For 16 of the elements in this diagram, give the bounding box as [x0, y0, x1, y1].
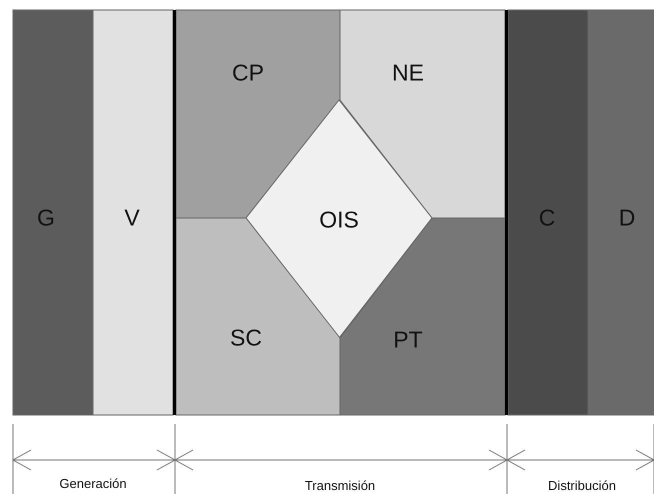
section-label: Distribución [548, 478, 616, 493]
section-label: Generación [59, 476, 127, 491]
section-label: Transmisión [304, 478, 376, 493]
node-label: SC [230, 326, 262, 350]
node-label: C [538, 206, 556, 230]
node-label: OIS [319, 208, 359, 232]
node-label: PT [393, 328, 423, 352]
node-label: G [37, 206, 55, 230]
generation-band [13, 10, 93, 415]
node-label: CP [232, 62, 264, 84]
band [508, 10, 588, 415]
node-label: V [124, 206, 140, 230]
band [93, 10, 173, 415]
node-label: NE [392, 62, 424, 84]
node-label: D [618, 206, 636, 230]
band [588, 10, 654, 415]
